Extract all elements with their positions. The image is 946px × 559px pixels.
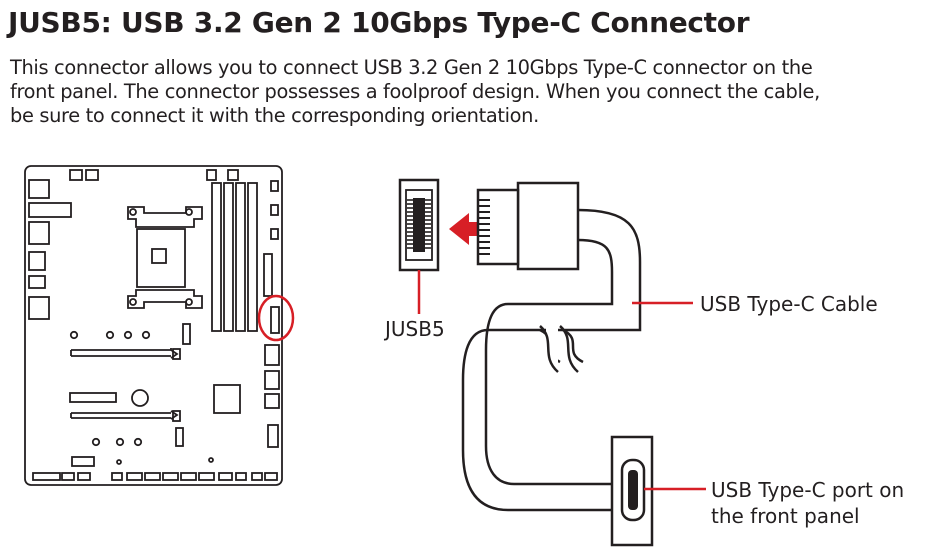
jusb5-header-illustration	[398, 178, 440, 272]
description-line-1: This connector allows you to connect USB…	[10, 56, 813, 79]
insertion-arrow-icon	[449, 213, 494, 245]
connector-label: JUSB5	[383, 317, 445, 341]
page-title: JUSB5: USB 3.2 Gen 2 10Gbps Type-C Conne…	[8, 6, 750, 39]
cable-label: USB Type-C Cable	[700, 292, 878, 316]
motherboard-illustration	[24, 165, 283, 486]
port-label-line-2: the front panel	[711, 504, 860, 528]
jusb5-location-highlight	[257, 294, 295, 342]
type-c-cable-illustration	[461, 181, 654, 547]
port-label-line-1: USB Type-C port on	[711, 478, 904, 502]
description: This connector allows you to connect USB…	[10, 56, 940, 128]
description-line-3: be sure to connect it with the correspon…	[10, 104, 539, 127]
description-line-2: front panel. The connector possesses a f…	[10, 80, 820, 103]
